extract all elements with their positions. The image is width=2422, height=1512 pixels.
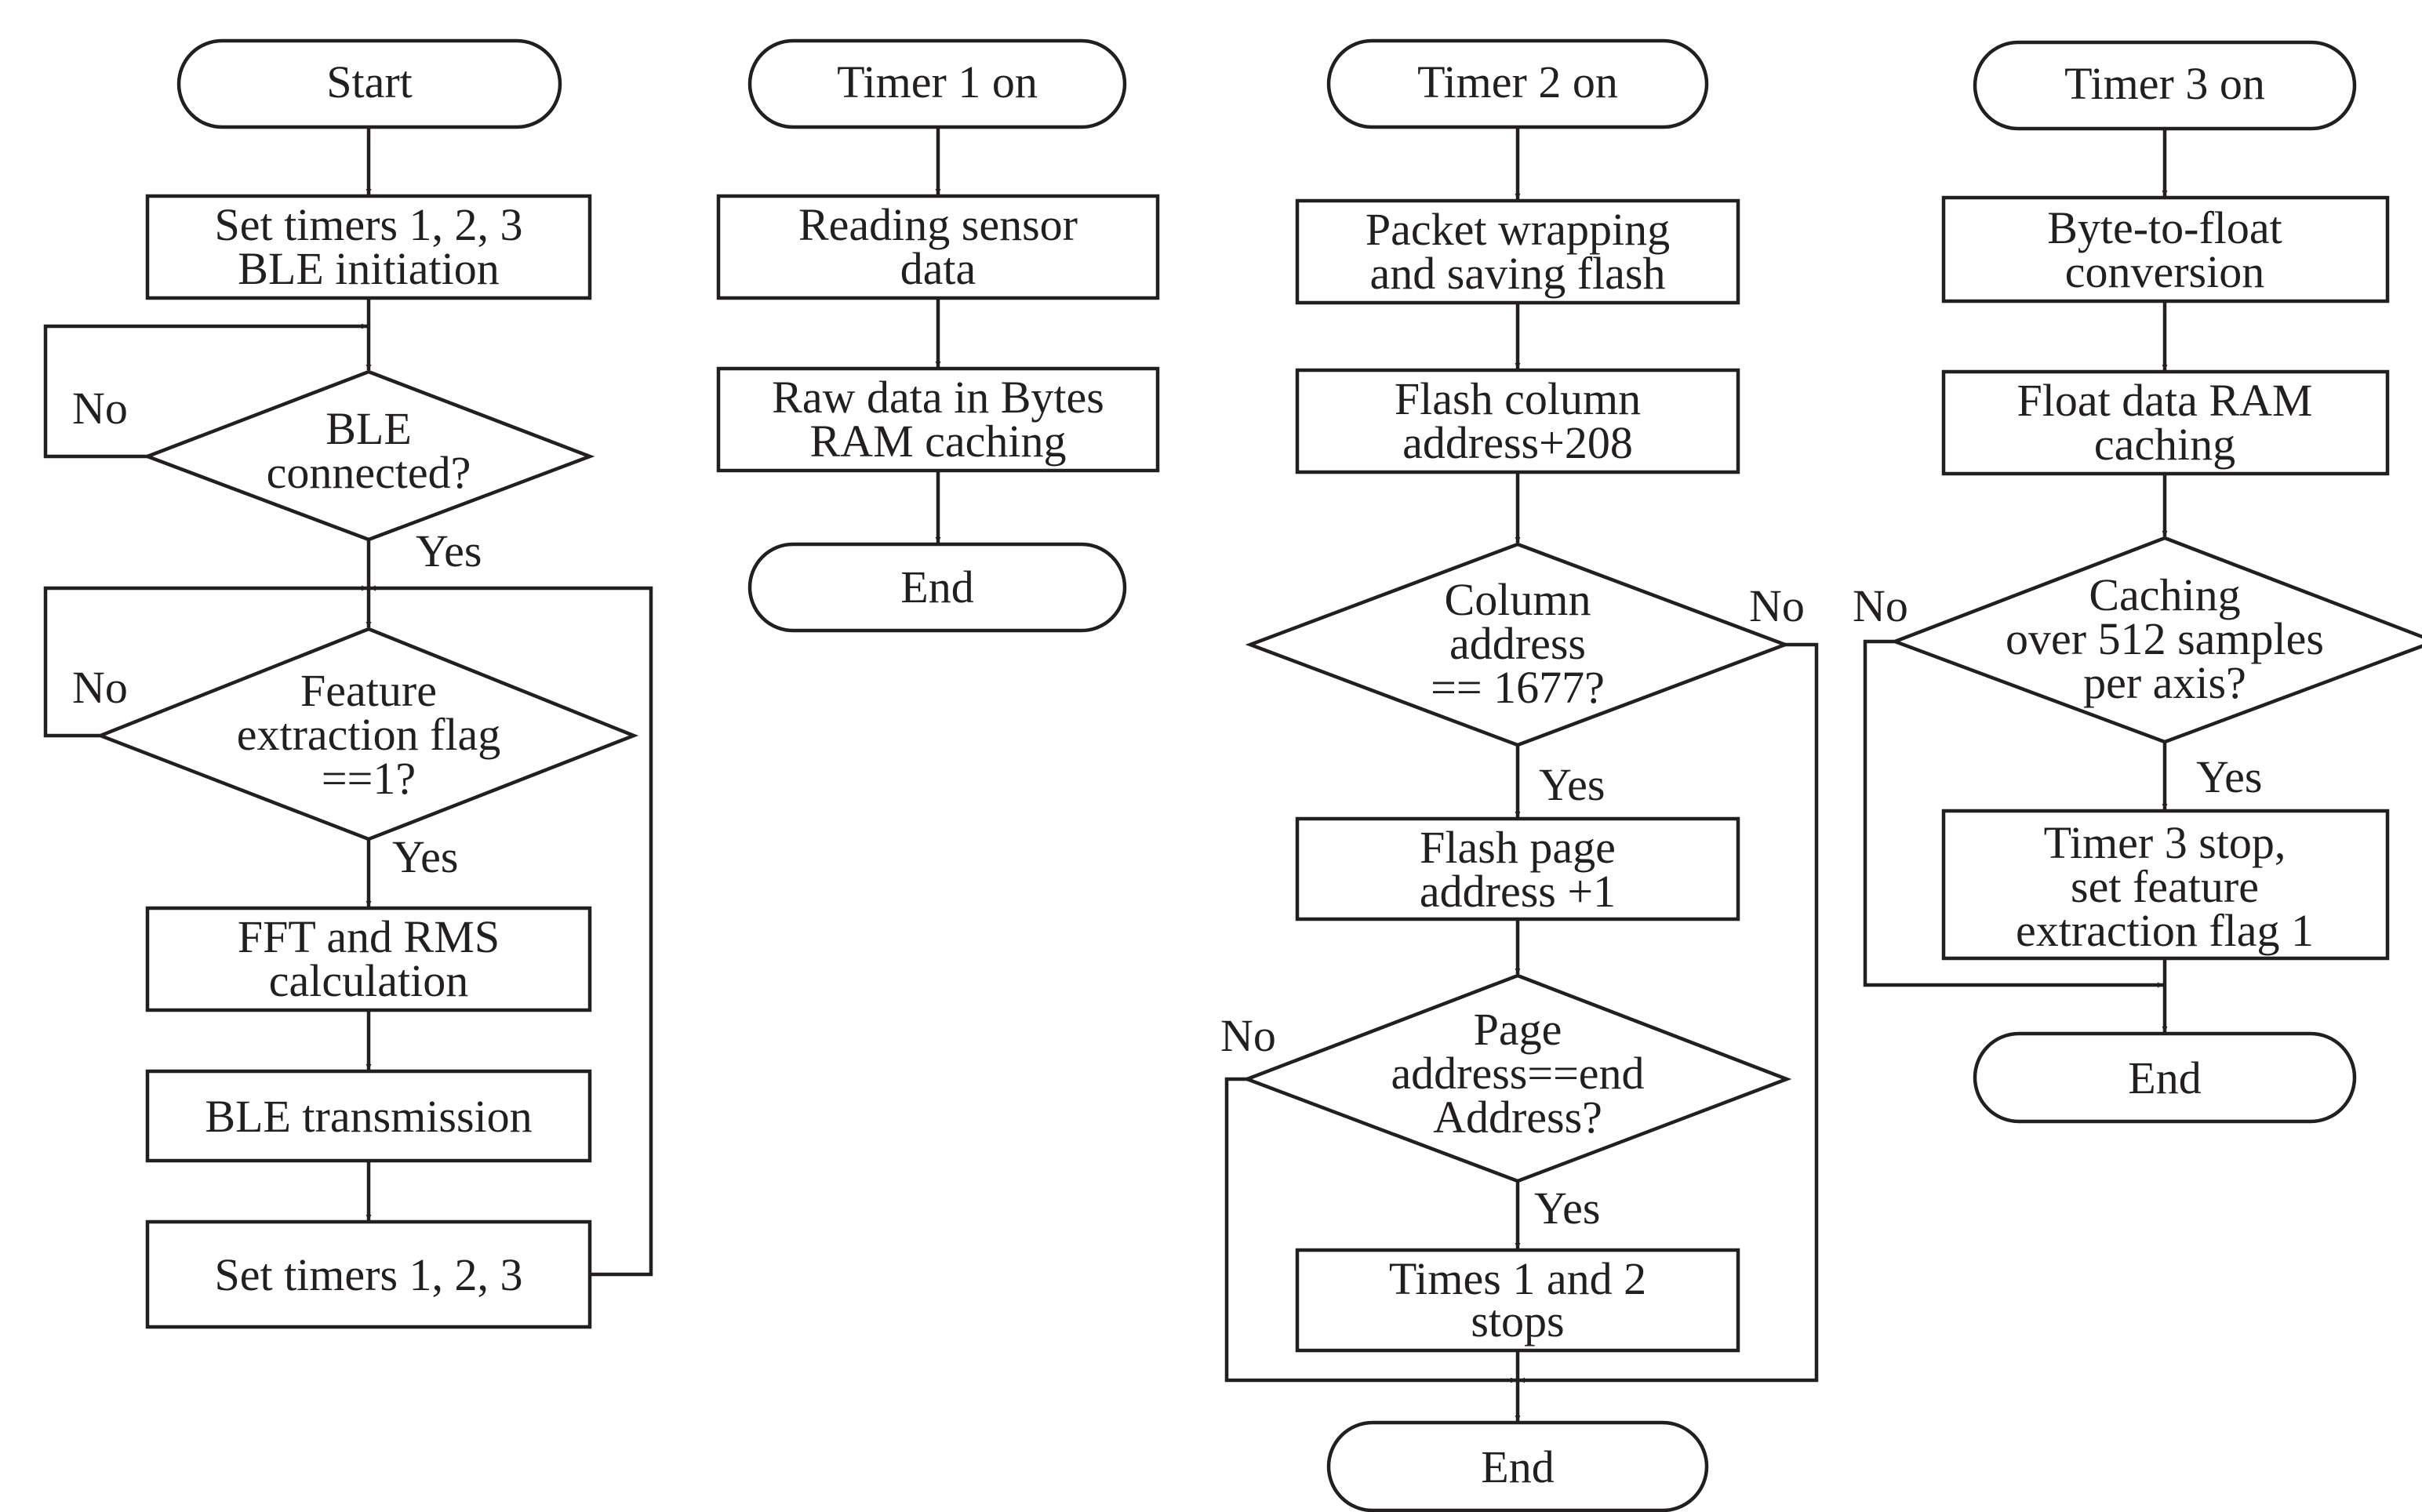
raw-data-line-2: RAM caching <box>810 416 1067 467</box>
feature-flag-line-3: ==1? <box>322 753 416 804</box>
timers-stop-line-2: stops <box>1471 1296 1564 1347</box>
main-flow: Start Set timers 1, 2, 3 BLE initiation … <box>43 38 653 1329</box>
flash-page-line-2: address +1 <box>1420 866 1616 917</box>
float-data-line-2: caching <box>2094 419 2235 470</box>
timer2-start-label: Timer 2 on <box>1417 56 1618 107</box>
arrow-flag-no-loop <box>43 585 367 738</box>
timer3-flow: Timer 3 on Byte-to-float conversion Floa… <box>1853 40 2422 1124</box>
timer3-end-label: End <box>2128 1052 2201 1103</box>
page-address-line-2: address==end <box>1391 1048 1644 1099</box>
float-data-line-1: Float data RAM <box>2017 375 2313 426</box>
flag-no-label: No <box>72 662 128 713</box>
set-timers-line-2: BLE initiation <box>238 243 499 294</box>
column-address-line-1: Column <box>1445 574 1591 625</box>
arrow-t2-page-no <box>1224 1077 1516 1383</box>
page-no-label: No <box>1220 1010 1276 1061</box>
fft-rms-line-2: calculation <box>269 955 468 1006</box>
flash-page-line-1: Flash page <box>1420 822 1616 873</box>
set-timers-loop-box <box>145 1219 592 1329</box>
column-address-line-2: address <box>1449 618 1586 669</box>
raw-data-box <box>716 366 1160 473</box>
arrow-set-loop-back <box>370 585 653 1277</box>
timer3-start-label: Timer 3 on <box>2064 58 2265 109</box>
reading-sensor-box <box>716 194 1160 300</box>
caching-line-3: per axis? <box>2083 657 2246 708</box>
ble-no-label: No <box>72 383 128 434</box>
timer3-stop-line-1: Timer 3 stop, <box>2044 817 2286 868</box>
flash-page-box <box>1295 816 1740 921</box>
ble-yes-label: Yes <box>416 525 482 576</box>
flash-column-line-2: address+208 <box>1402 417 1633 468</box>
timer3-stop-line-3: extraction flag 1 <box>2016 905 2314 956</box>
ble-connected-line-1: BLE <box>325 403 412 454</box>
byte-to-float-box <box>1941 195 2390 303</box>
timer3-end-terminal <box>1973 1031 2357 1124</box>
float-data-box <box>1941 369 2390 476</box>
ble-connected-line-2: connected? <box>267 447 471 498</box>
packet-wrapping-line-1: Packet wrapping <box>1366 204 1670 255</box>
byte-to-float-line-2: conversion <box>2065 246 2265 297</box>
set-timers-loop-label: Set timers 1, 2, 3 <box>214 1249 522 1300</box>
ble-transmission-label: BLE transmission <box>205 1091 532 1142</box>
timer1-end-terminal <box>747 542 1127 633</box>
byte-to-float-line-1: Byte-to-float <box>2047 202 2282 253</box>
timers-stop-line-1: Times 1 and 2 <box>1389 1253 1646 1304</box>
raw-data-line-1: Raw data in Bytes <box>772 372 1104 423</box>
packet-wrapping-line-2: and saving flash <box>1370 248 1666 299</box>
timer1-end-label: End <box>900 562 973 612</box>
set-timers-line-1: Set timers 1, 2, 3 <box>214 199 522 250</box>
timer2-end-label: End <box>1481 1441 1554 1492</box>
timer2-end-terminal <box>1326 1420 1709 1512</box>
fft-rms-line-1: FFT and RMS <box>238 911 500 962</box>
flag-yes-label: Yes <box>392 831 458 882</box>
arrow-t3-caching-no <box>1863 639 2163 988</box>
column-no-label: No <box>1749 580 1805 631</box>
timer1-flow: Timer 1 on Reading sensor data Raw data … <box>716 38 1160 633</box>
feature-flag-line-2: extraction flag <box>237 709 501 760</box>
column-address-line-3: == 1677? <box>1431 662 1605 713</box>
caching-line-2: over 512 samples <box>2006 613 2324 664</box>
column-yes-label: Yes <box>1539 759 1605 810</box>
set-timers-box <box>145 194 592 300</box>
flash-column-line-1: Flash column <box>1395 373 1641 424</box>
arrow-ble-no-loop <box>43 323 367 459</box>
page-address-line-3: Address? <box>1433 1092 1602 1143</box>
timer3-stop-box <box>1941 809 2390 961</box>
arrow-t2-column-no <box>1519 642 1819 1383</box>
reading-sensor-line-2: data <box>900 243 976 294</box>
caching-line-1: Caching <box>2089 569 2240 620</box>
feature-flag-line-1: Feature <box>300 665 437 716</box>
caching-no-label: No <box>1853 580 1908 631</box>
timers-stop-box <box>1295 1248 1740 1353</box>
page-yes-label: Yes <box>1534 1183 1600 1234</box>
flash-column-box <box>1295 368 1740 474</box>
page-address-line-1: Page <box>1474 1004 1562 1055</box>
timer2-flow: Timer 2 on Packet wrapping and saving fl… <box>1220 38 1819 1512</box>
fft-rms-box <box>145 906 592 1012</box>
caching-yes-label: Yes <box>2196 751 2262 802</box>
start-label: Start <box>326 56 413 107</box>
packet-wrapping-box <box>1295 198 1740 305</box>
reading-sensor-line-1: Reading sensor <box>798 199 1078 250</box>
timer1-start-label: Timer 1 on <box>837 56 1038 107</box>
timer3-stop-line-2: set feature <box>2071 861 2259 912</box>
